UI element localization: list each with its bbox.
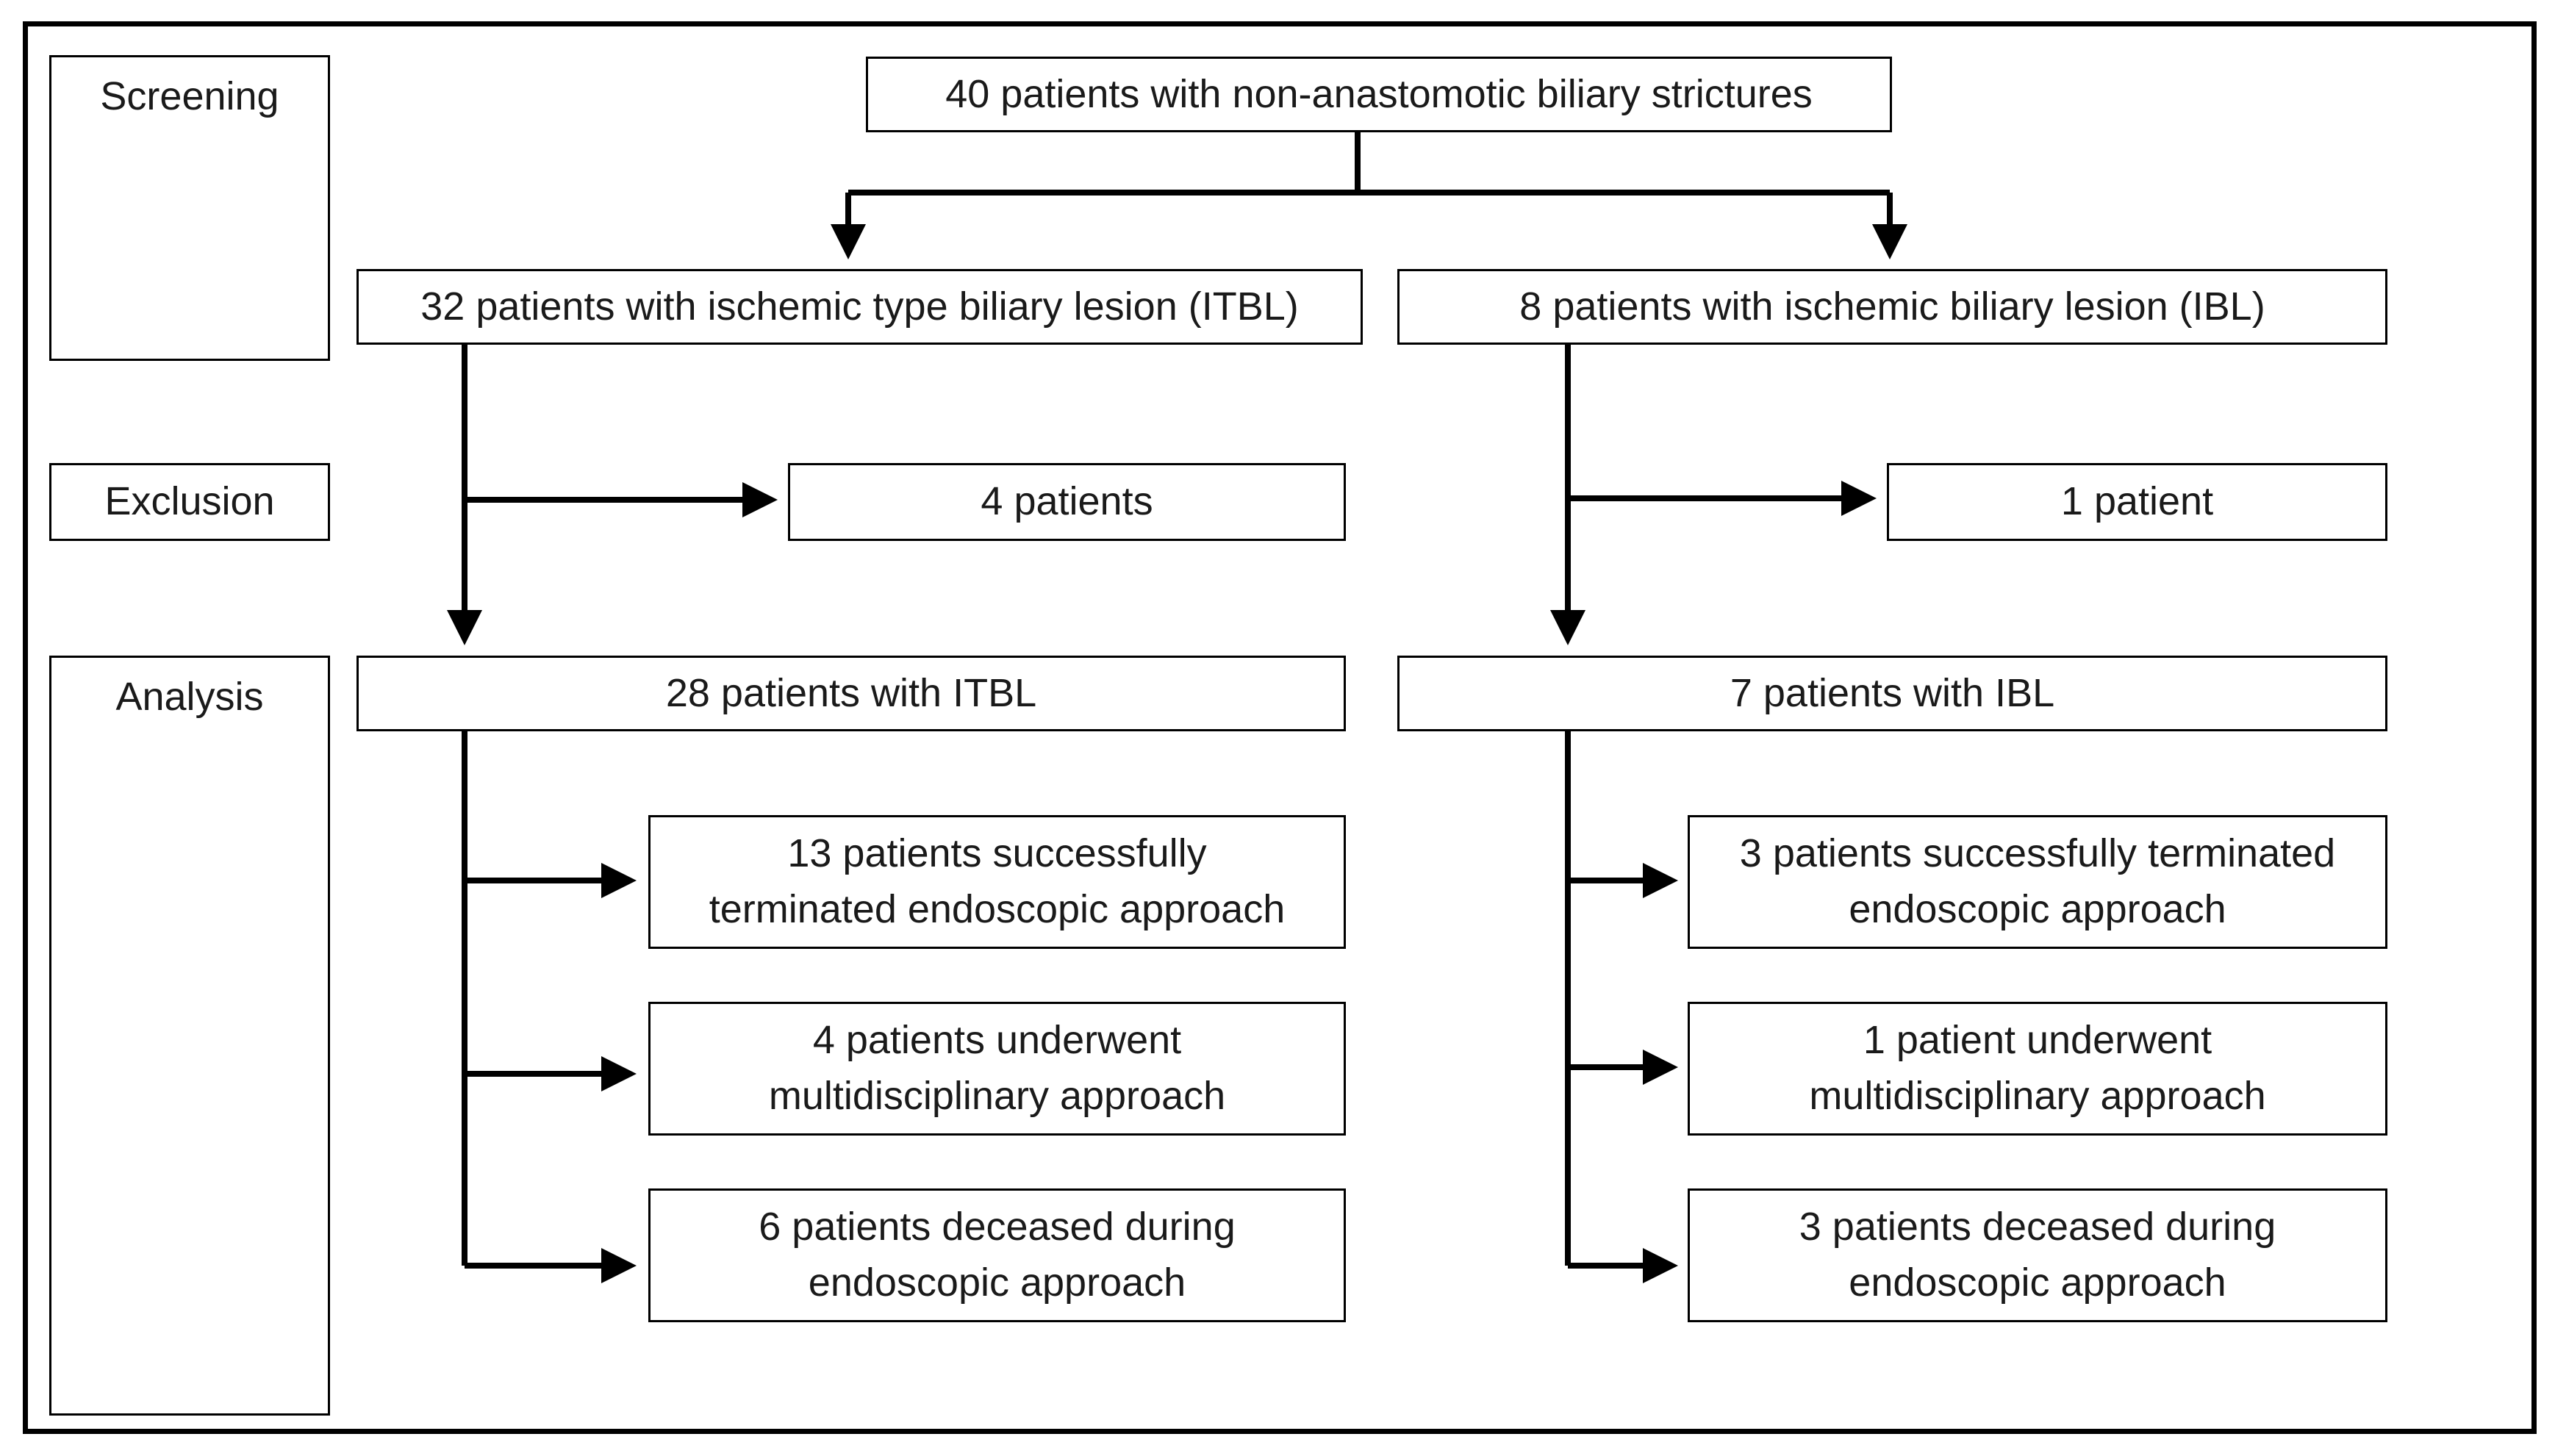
ibl-outcome-multidisciplinary-line1: 1 patient underwent [1863,1018,2212,1063]
stage-label-analysis: Analysis [115,675,264,719]
stage-box-analysis: Analysis [49,656,330,1416]
ibl-excluded-text: 1 patient [2060,479,2214,524]
itbl-outcome-multidisciplinary-line2: multidisciplinary approach [768,1074,1226,1118]
itbl-outcome-success-line2: terminated endoscopic approach [709,887,1286,931]
itbl-analyzed-box: 28 patients with ITBL [356,656,1346,731]
outer-frame [23,21,2537,1434]
ibl-outcome-multidisciplinary-line2: multidisciplinary approach [1809,1074,2266,1118]
ibl-outcome-deceased-line1: 3 patients deceased during [1799,1205,2276,1249]
itbl-excluded-text: 4 patients [981,479,1153,524]
ibl-analyzed-box: 7 patients with IBL [1397,656,2387,731]
root-box: 40 patients with non-anastomotic biliary… [866,57,1892,132]
itbl-outcome-deceased-box: 6 patients deceased during endoscopic ap… [648,1188,1346,1322]
itbl-outcome-deceased-line2: endoscopic approach [808,1260,1186,1305]
root-text: 40 patients with non-anastomotic biliary… [945,71,1813,116]
ibl-analyzed-text: 7 patients with IBL [1730,670,2055,715]
stage-label-exclusion: Exclusion [104,479,275,524]
stage-label-screening: Screening [100,74,279,118]
ibl-outcome-success-line1: 3 patients successfully terminated [1739,831,2336,876]
itbl-analyzed-text: 28 patients with ITBL [665,670,1037,715]
ibl-excluded-box: 1 patient [1887,463,2387,541]
itbl-group-box: 32 patients with ischemic type biliary l… [356,269,1363,345]
itbl-outcome-success-box: 13 patients successfully terminated endo… [648,815,1346,949]
itbl-outcome-multidisciplinary-line1: 4 patients underwent [812,1018,1182,1063]
stage-box-exclusion: Exclusion [49,463,330,541]
ibl-outcome-success-line2: endoscopic approach [1849,887,2226,931]
ibl-outcome-deceased-line2: endoscopic approach [1849,1260,2226,1305]
ibl-outcome-deceased-box: 3 patients deceased during endoscopic ap… [1688,1188,2387,1322]
itbl-outcome-multidisciplinary-box: 4 patients underwent multidisciplinary a… [648,1002,1346,1136]
ibl-group-text: 8 patients with ischemic biliary lesion … [1519,284,2265,329]
ibl-outcome-success-box: 3 patients successfully terminated endos… [1688,815,2387,949]
itbl-excluded-box: 4 patients [788,463,1346,541]
ibl-group-box: 8 patients with ischemic biliary lesion … [1397,269,2387,345]
itbl-outcome-deceased-line1: 6 patients deceased during [759,1205,1236,1249]
ibl-outcome-multidisciplinary-box: 1 patient underwent multidisciplinary ap… [1688,1002,2387,1136]
itbl-group-text: 32 patients with ischemic type biliary l… [420,284,1299,329]
stage-box-screening: Screening [49,55,330,361]
itbl-outcome-success-line1: 13 patients successfully [787,831,1207,876]
